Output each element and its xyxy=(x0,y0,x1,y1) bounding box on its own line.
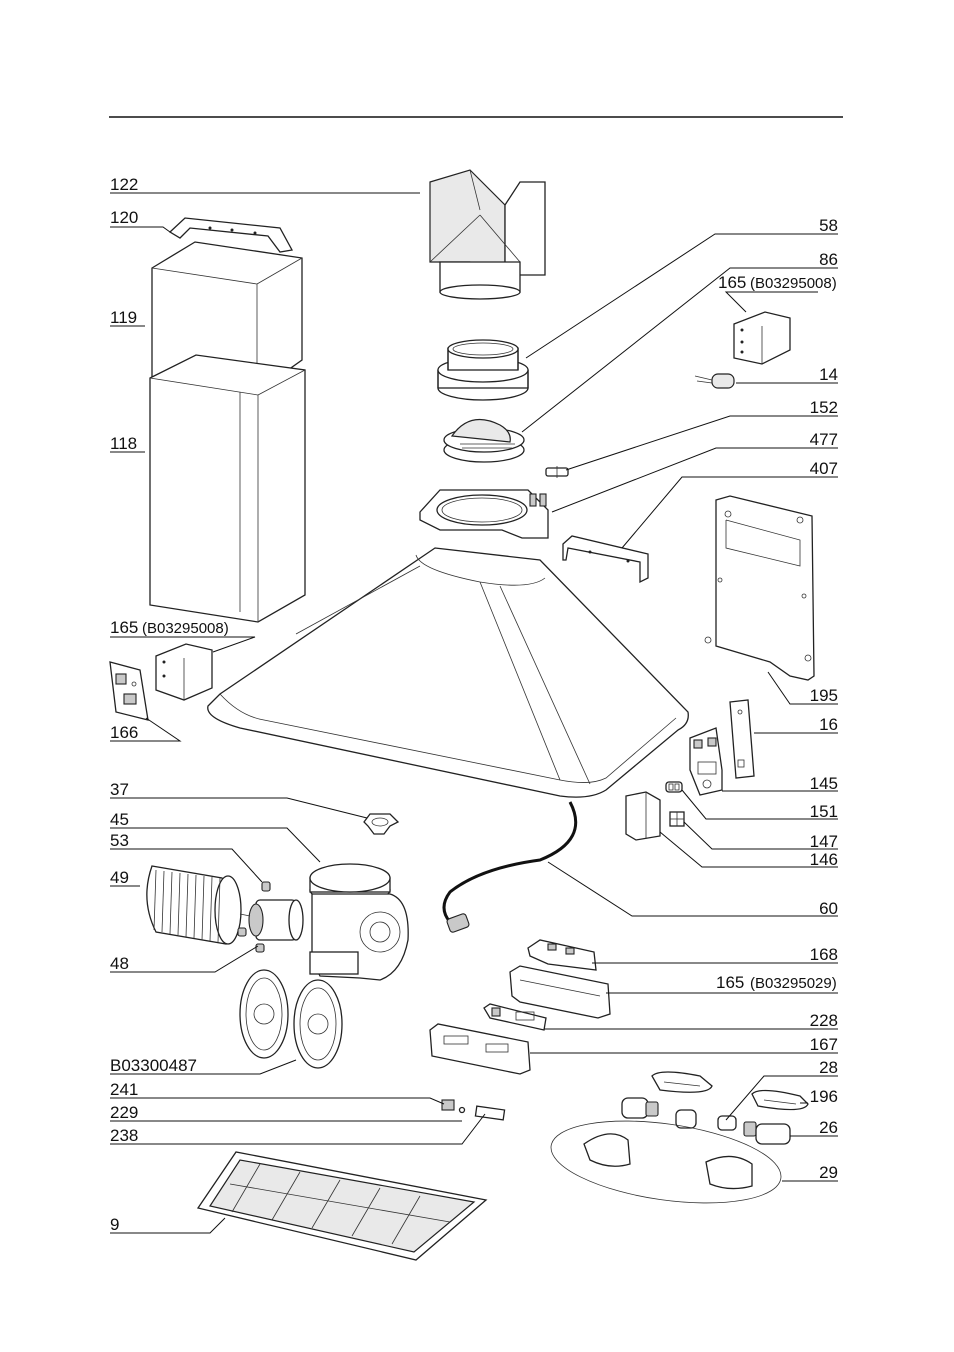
callout-labels: 122 120 119 118 165 (B03295008) 166 37 4… xyxy=(110,175,838,1234)
part-37-bracket xyxy=(363,813,400,835)
callout-166: 166 xyxy=(110,723,138,742)
callout-167: 167 xyxy=(810,1035,838,1054)
callout-228: 228 xyxy=(810,1011,838,1030)
callout-122: 122 xyxy=(110,175,138,194)
part-166-circuit-board xyxy=(109,661,149,721)
part-122-duct-adapter xyxy=(429,169,546,300)
part-146-housing xyxy=(625,791,661,841)
callout-9: 9 xyxy=(110,1215,119,1234)
callout-16: 16 xyxy=(819,715,838,734)
part-48-motor xyxy=(237,899,304,953)
callout-477: 477 xyxy=(810,430,838,449)
callout-165-upper: 165 xyxy=(718,273,746,292)
callout-165-lower-code: (B03295029) xyxy=(750,975,837,992)
part-29-lamp-lens-set xyxy=(550,1120,782,1204)
callout-145: 145 xyxy=(810,774,838,793)
part-26-bulb-sockets xyxy=(621,1097,791,1145)
callout-119: 119 xyxy=(110,308,137,327)
callout-60: 60 xyxy=(819,899,838,918)
part-165-left-bracket xyxy=(155,643,213,701)
callout-229: 229 xyxy=(110,1103,138,1122)
callout-195: 195 xyxy=(810,686,838,705)
part-119-upper-chimney xyxy=(151,241,303,393)
callout-168: 168 xyxy=(810,945,838,964)
part-228-control-pcb xyxy=(483,1003,547,1031)
callout-196: 196 xyxy=(810,1087,838,1106)
part-145-switch xyxy=(689,727,723,796)
callout-86: 86 xyxy=(819,250,838,269)
callout-241: 241 xyxy=(110,1080,138,1099)
callout-152: 152 xyxy=(810,398,838,417)
part-229-spring xyxy=(458,1106,466,1114)
leader-lines xyxy=(110,192,838,1234)
part-9-grease-filter xyxy=(196,1151,488,1261)
callout-58: 58 xyxy=(819,216,838,235)
part-60-power-cable xyxy=(442,801,578,933)
callout-238: 238 xyxy=(110,1126,138,1145)
callout-29: 29 xyxy=(819,1163,838,1182)
part-120-chimney-bracket xyxy=(168,217,294,253)
part-238-button xyxy=(474,1105,506,1121)
callout-26: 26 xyxy=(819,1118,838,1137)
callout-37: 37 xyxy=(110,780,129,799)
part-168-control-bracket xyxy=(527,939,597,971)
part-45-fan-housing xyxy=(309,863,409,981)
callout-165-left-code: (B03295008) xyxy=(142,620,229,637)
part-147-terminal xyxy=(669,811,685,827)
part-165-control-housing xyxy=(509,965,611,1019)
part-195-back-panel xyxy=(704,495,815,681)
part-196-lamp-holder xyxy=(751,1089,809,1111)
part-53-nut xyxy=(261,881,271,892)
callout-407: 407 xyxy=(810,459,838,478)
part-main-hood-canopy xyxy=(207,547,689,798)
callout-118: 118 xyxy=(110,434,137,453)
part-58-collar xyxy=(437,339,529,401)
callout-165-lower: 165 xyxy=(716,973,744,992)
callout-53: 53 xyxy=(110,831,129,850)
callout-146: 146 xyxy=(810,850,838,869)
part-167-control-panel xyxy=(429,1023,531,1075)
callout-120: 120 xyxy=(110,208,138,227)
callout-B03300487: B03300487 xyxy=(110,1056,197,1075)
callout-48: 48 xyxy=(110,954,129,973)
part-151-connector xyxy=(665,781,683,793)
callout-147: 147 xyxy=(810,832,838,851)
part-49-blower-wheel xyxy=(146,865,242,945)
part-28-lamp-holder xyxy=(651,1071,713,1093)
callout-49: 49 xyxy=(110,868,129,887)
part-86-check-valve xyxy=(443,418,525,463)
part-152-clip xyxy=(545,466,569,478)
part-14-capacitor xyxy=(694,373,735,389)
part-B03300487-filter-covers xyxy=(239,969,343,1069)
callout-151: 151 xyxy=(810,802,838,821)
callout-165-left: 165 xyxy=(110,618,138,637)
part-165-upper-bracket xyxy=(733,311,791,365)
part-241-clip xyxy=(441,1099,455,1111)
part-477-motor-support xyxy=(419,489,549,539)
callout-14: 14 xyxy=(819,365,838,384)
callout-165-upper-code: (B03295008) xyxy=(750,275,837,292)
callout-45: 45 xyxy=(110,810,129,829)
part-16-cover xyxy=(729,699,755,779)
part-407-bracket xyxy=(562,535,649,584)
callout-28: 28 xyxy=(819,1058,838,1077)
part-118-lower-chimney xyxy=(149,354,306,623)
